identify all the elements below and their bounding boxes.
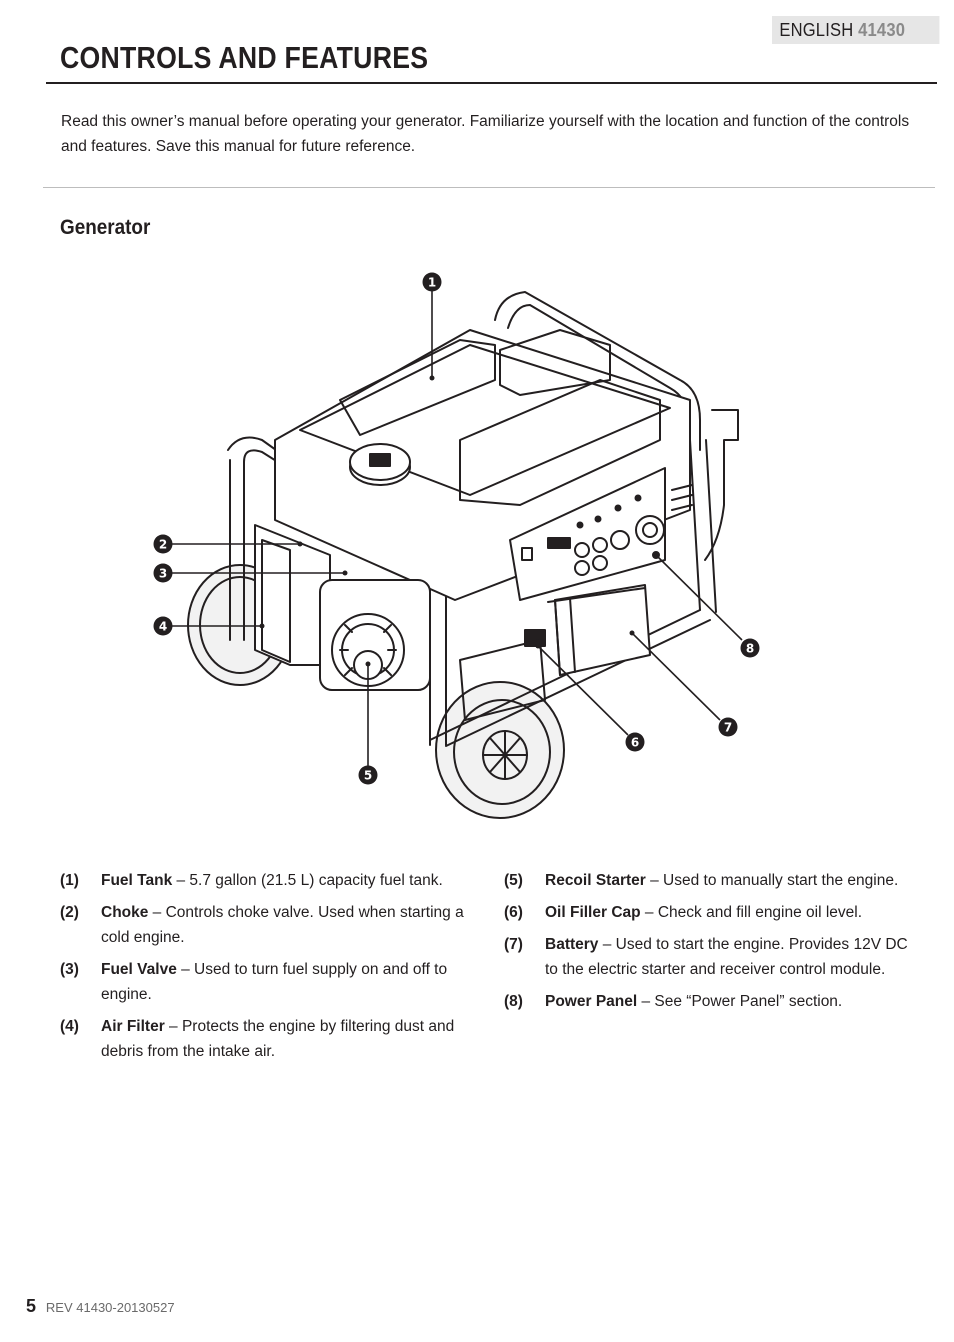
title-divider (46, 82, 937, 84)
callout-3: 3 (153, 563, 173, 583)
feature-choke: (2) Choke – Controls choke valve. Used w… (60, 900, 480, 950)
feature-description: – Used to start the engine. Provides 12V… (545, 936, 908, 978)
feature-name: Power Panel (545, 993, 638, 1010)
callout-8: 8 (740, 638, 760, 658)
feature-power-panel: (8) Power Panel – See “Power Panel” sect… (504, 989, 924, 1014)
model-number: 41430 (858, 20, 906, 40)
feature-battery: (7) Battery – Used to start the engine. … (504, 932, 924, 982)
generator-illustration: 1 2 3 4 5 6 7 8 (153, 272, 760, 819)
feature-name: Battery (545, 936, 599, 953)
feature-description: – Used to manually start the engine. (645, 872, 899, 889)
page-title: CONTROLS AND FEATURES (60, 40, 429, 75)
feature-description: – Check and fill engine oil level. (640, 904, 863, 921)
language-label: ENGLISH (779, 20, 854, 40)
callout-5: 5 (358, 765, 378, 785)
callout-2: 2 (153, 534, 173, 554)
feature-number: (3) (60, 961, 79, 978)
feature-name: Oil Filler Cap (545, 904, 641, 921)
feature-name: Air Filter (101, 1018, 165, 1035)
feature-number: (5) (504, 872, 523, 889)
feature-number: (7) (504, 936, 523, 953)
svg-text:2: 2 (159, 538, 167, 552)
svg-text:1: 1 (428, 276, 436, 290)
section-heading: Generator (60, 216, 151, 239)
feature-number: (4) (60, 1018, 79, 1035)
feature-description: – Protects the engine by filtering dust … (101, 1018, 455, 1060)
svg-text:4: 4 (159, 620, 167, 634)
page-footer: 5 REV 41430-20130527 (26, 1296, 175, 1317)
feature-number: (2) (60, 904, 79, 921)
feature-number: (8) (504, 993, 523, 1010)
section-divider (43, 187, 935, 188)
feature-description: – 5.7 gallon (21.5 L) capacity fuel tank… (172, 872, 443, 889)
svg-text:3: 3 (159, 567, 167, 581)
callout-4: 4 (153, 616, 173, 636)
svg-text:7: 7 (724, 721, 732, 735)
feature-name: Fuel Valve (101, 961, 177, 978)
callout-6: 6 (625, 732, 645, 752)
language-tab: ENGLISH 41430 (772, 16, 940, 44)
callout-7: 7 (718, 717, 738, 737)
feature-name: Fuel Tank (101, 872, 173, 889)
feature-recoil-starter: (5) Recoil Starter – Used to manually st… (504, 868, 924, 893)
feature-fuel-valve: (3) Fuel Valve – Used to turn fuel suppl… (60, 957, 480, 1007)
feature-number: (6) (504, 904, 523, 921)
feature-air-filter: (4) Air Filter – Protects the engine by … (60, 1014, 480, 1064)
feature-description: – See “Power Panel” section. (637, 993, 843, 1010)
feature-list-right: (5) Recoil Starter – Used to manually st… (504, 868, 924, 1021)
svg-text:5: 5 (364, 769, 372, 783)
callout-1: 1 (422, 272, 442, 292)
feature-description: – Used to turn fuel supply on and off to… (101, 961, 448, 1003)
feature-number: (1) (60, 872, 79, 889)
feature-list-left: (1) Fuel Tank – 5.7 gallon (21.5 L) capa… (60, 868, 480, 1071)
feature-oil-filler-cap: (6) Oil Filler Cap – Check and fill engi… (504, 900, 924, 925)
feature-description: – Controls choke valve. Used when starti… (101, 904, 464, 946)
feature-name: Recoil Starter (545, 872, 646, 889)
page-number: 5 (26, 1296, 37, 1316)
feature-name: Choke (101, 904, 149, 921)
svg-text:6: 6 (631, 736, 639, 750)
feature-fuel-tank: (1) Fuel Tank – 5.7 gallon (21.5 L) capa… (60, 868, 480, 893)
intro-paragraph: Read this owner’s manual before operatin… (61, 113, 910, 155)
svg-text:8: 8 (746, 642, 754, 656)
revision-code: REV 41430-20130527 (45, 1300, 175, 1315)
